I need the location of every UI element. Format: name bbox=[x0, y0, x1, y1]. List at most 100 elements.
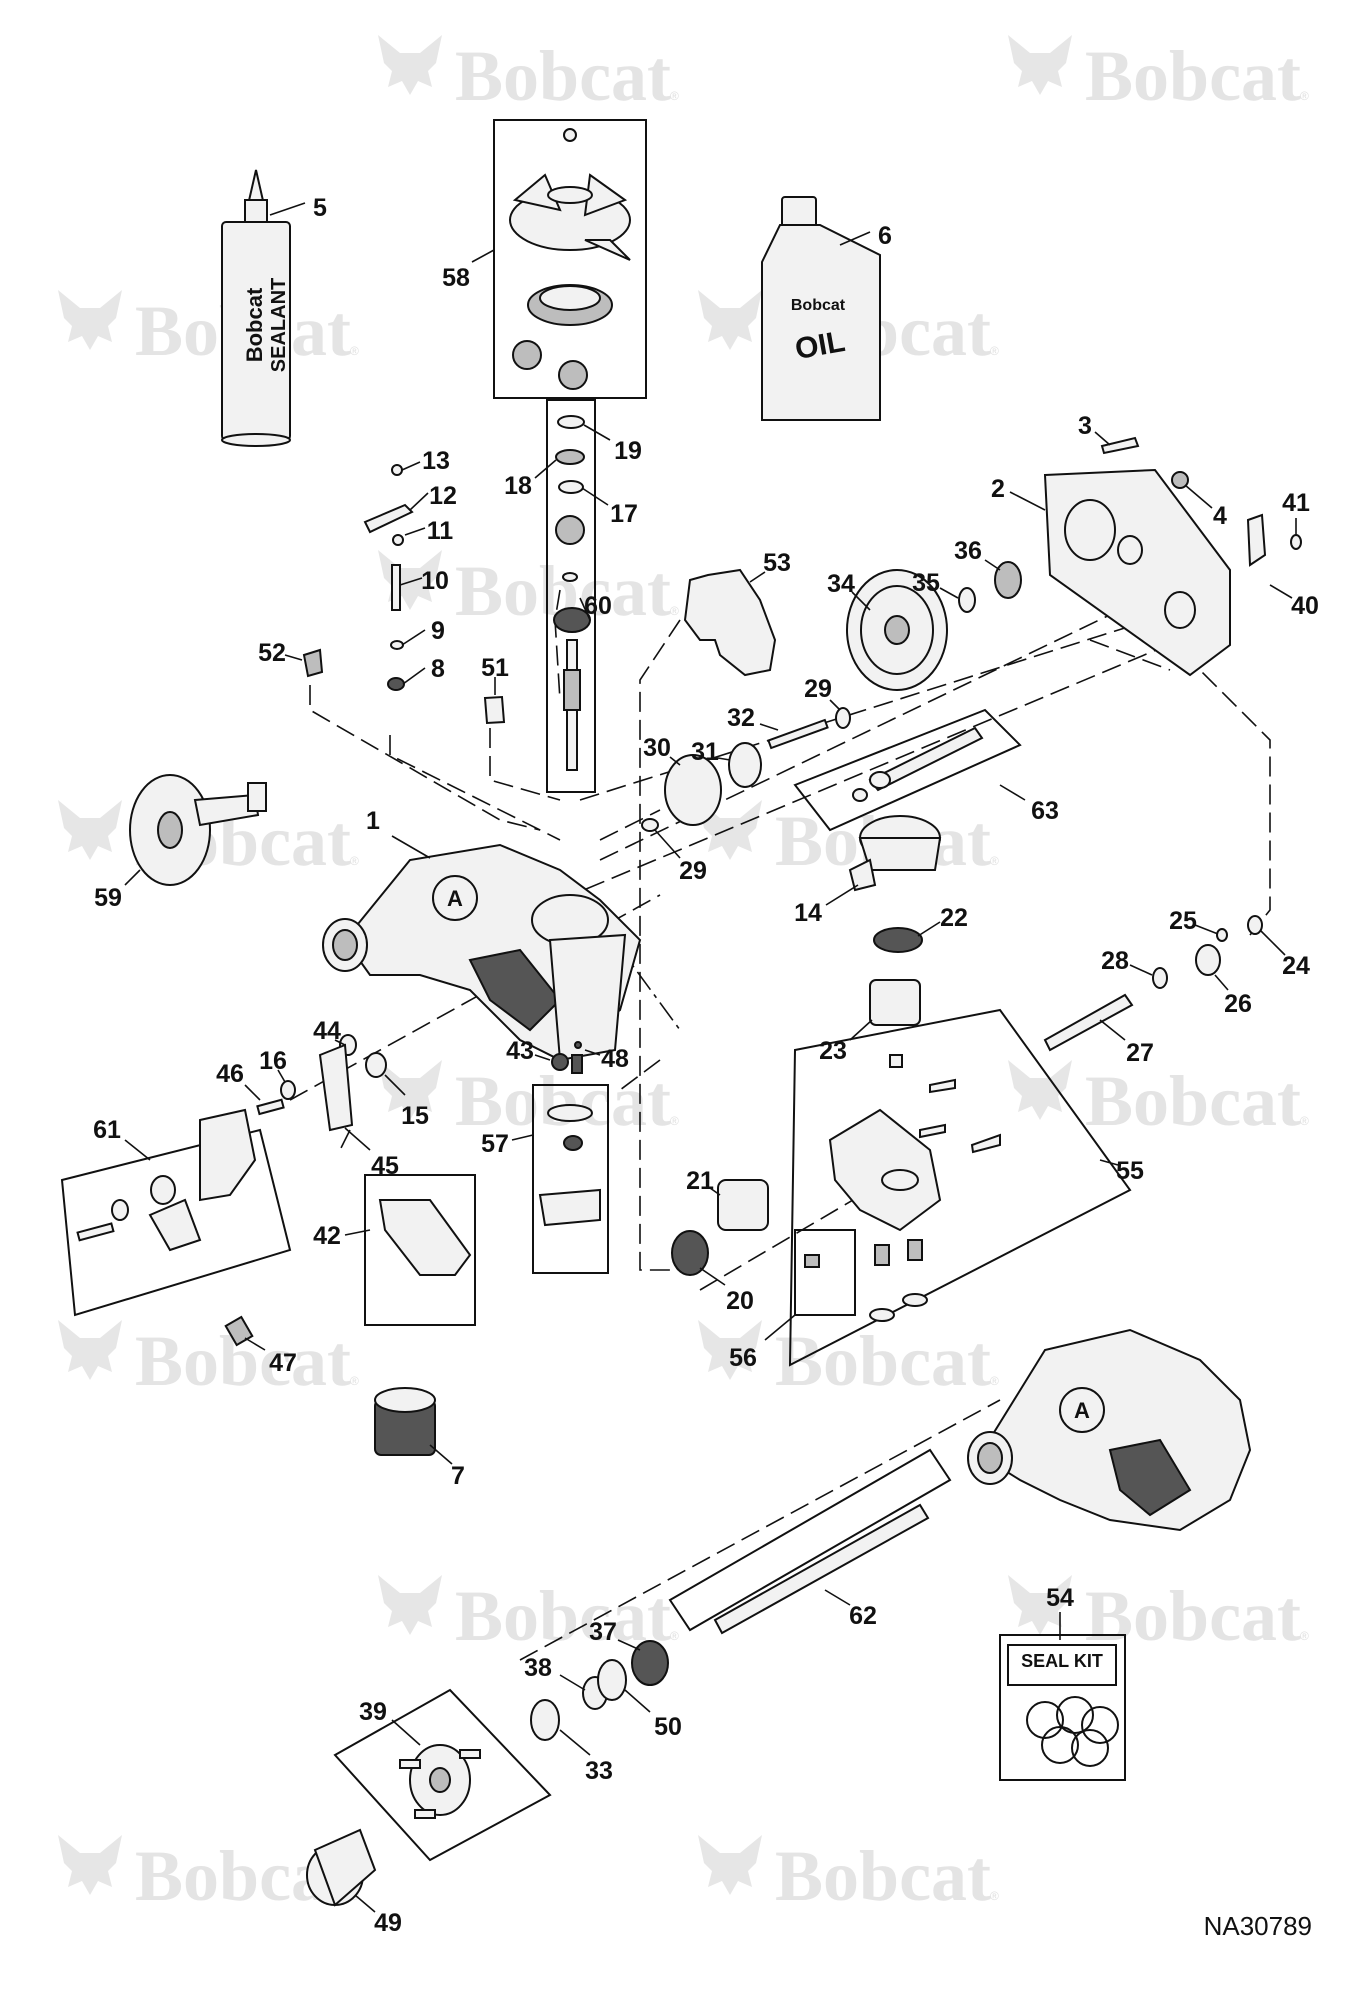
callout-61: 61 bbox=[93, 1116, 121, 1144]
kit-box-55 bbox=[788, 1008, 1132, 1367]
watermark-registered-mark: ® bbox=[1300, 89, 1309, 103]
leader-line bbox=[277, 1069, 286, 1083]
seal-22 bbox=[873, 927, 923, 953]
kit-outlines bbox=[60, 119, 1132, 1862]
bearing-36 bbox=[994, 561, 1022, 599]
callout-22: 22 bbox=[940, 904, 968, 932]
leader-line bbox=[244, 1337, 266, 1351]
leader-line bbox=[581, 487, 609, 506]
leader-line bbox=[1099, 1019, 1126, 1041]
spring-48 bbox=[571, 1054, 583, 1074]
watermark-text: Bobcat bbox=[1085, 36, 1301, 116]
callout-30: 30 bbox=[643, 734, 671, 762]
callout-20: 20 bbox=[726, 1287, 754, 1315]
callout-38: 38 bbox=[524, 1654, 552, 1682]
callout-58: 58 bbox=[442, 264, 470, 292]
callout-39: 39 bbox=[359, 1698, 387, 1726]
leader-line bbox=[471, 249, 495, 263]
leader-line bbox=[559, 1729, 591, 1756]
transaxle-housing-second: A bbox=[967, 1328, 1252, 1532]
leader-line bbox=[404, 527, 426, 536]
filter-43 bbox=[551, 1053, 569, 1071]
plug-51 bbox=[483, 695, 506, 725]
watermark-logo-icon bbox=[58, 1320, 122, 1380]
kit-box-42 bbox=[364, 1174, 476, 1326]
callout-56: 56 bbox=[729, 1344, 757, 1372]
watermark-text: Bobcat bbox=[775, 1836, 991, 1916]
kit-box-39 bbox=[333, 1688, 552, 1862]
watermark-text: Bobcat bbox=[455, 36, 671, 116]
leader-line bbox=[354, 1894, 376, 1913]
kit-box-62 bbox=[668, 1448, 952, 1632]
leader-line bbox=[939, 587, 959, 599]
leader-line bbox=[344, 1229, 371, 1236]
callout-31: 31 bbox=[691, 738, 719, 766]
transaxle-housing-1: A bbox=[322, 843, 642, 1062]
kit-box-63 bbox=[793, 708, 1022, 832]
bushing-15 bbox=[365, 1052, 387, 1078]
ring-17 bbox=[558, 480, 584, 494]
washer-50 bbox=[597, 1659, 627, 1701]
leader-line bbox=[124, 1139, 151, 1161]
leader-line bbox=[401, 629, 426, 646]
callout-19: 19 bbox=[614, 437, 642, 465]
watermark-registered-mark: ® bbox=[670, 89, 679, 103]
bracket-42 bbox=[378, 1199, 472, 1276]
input-shaft bbox=[553, 515, 591, 771]
kit-box-57 bbox=[532, 1084, 609, 1274]
washer-29a bbox=[835, 707, 851, 729]
watermark-text: Bobcat bbox=[1085, 1576, 1301, 1656]
shaft-27 bbox=[1043, 993, 1134, 1052]
leader-line bbox=[511, 1134, 534, 1141]
washer-16 bbox=[280, 1080, 296, 1100]
callout-45: 45 bbox=[371, 1152, 399, 1180]
watermark-registered-mark: ® bbox=[990, 1889, 999, 1903]
sealant-text-label: SEALANT bbox=[268, 278, 290, 372]
leader-line bbox=[699, 1267, 726, 1286]
lever-assembly-61 bbox=[76, 1108, 257, 1252]
kit-box-61 bbox=[60, 1128, 292, 1317]
leader-line bbox=[849, 1019, 873, 1041]
leader-line bbox=[749, 571, 766, 583]
washer-18 bbox=[555, 449, 585, 465]
leader-line bbox=[617, 1639, 641, 1651]
callout-8: 8 bbox=[431, 655, 445, 683]
callout-41: 41 bbox=[1282, 489, 1310, 517]
leader-line bbox=[1009, 491, 1046, 511]
callout-53: 53 bbox=[763, 549, 791, 577]
cylinder-block-23 bbox=[869, 979, 921, 1026]
watermark-logo-icon bbox=[58, 1835, 122, 1895]
callout-6: 6 bbox=[878, 222, 892, 250]
ring-35 bbox=[958, 587, 976, 613]
watermark-logo-icon bbox=[58, 800, 122, 860]
callout-35: 35 bbox=[912, 569, 940, 597]
snap-ring-33 bbox=[530, 1699, 560, 1741]
callout-62: 62 bbox=[849, 1602, 877, 1630]
leader-line bbox=[124, 869, 141, 886]
leader-line bbox=[284, 654, 303, 661]
callout-54: 54 bbox=[1046, 1584, 1074, 1612]
seal-kit-label: SEAL KIT bbox=[1021, 1651, 1103, 1671]
ring-25 bbox=[1216, 928, 1228, 942]
figure-id: NA30789 bbox=[1204, 1911, 1312, 1941]
kit-box-58 bbox=[493, 119, 647, 399]
center-section-55 bbox=[828, 1078, 1001, 1322]
callout-10: 10 bbox=[421, 567, 449, 595]
leader-line bbox=[399, 577, 423, 586]
fan-pulley-assembly bbox=[509, 128, 631, 390]
callout-2: 2 bbox=[991, 475, 1005, 503]
watermark-registered-mark: ® bbox=[1300, 1629, 1309, 1643]
leader-line bbox=[1099, 1159, 1119, 1166]
leader-line bbox=[583, 424, 611, 441]
gear-34 bbox=[846, 569, 948, 691]
leader-line bbox=[764, 1314, 796, 1341]
kit-box-60 bbox=[546, 399, 596, 793]
callout-23: 23 bbox=[819, 1037, 847, 1065]
callout-59: 59 bbox=[94, 884, 122, 912]
oil-brand-label: Bobcat bbox=[791, 297, 846, 314]
callout-60: 60 bbox=[584, 592, 612, 620]
snap-ring-19 bbox=[557, 415, 585, 429]
callout-labels: 1234567891011121314151617181920212223242… bbox=[93, 194, 1319, 1937]
callout-63: 63 bbox=[1031, 797, 1059, 825]
